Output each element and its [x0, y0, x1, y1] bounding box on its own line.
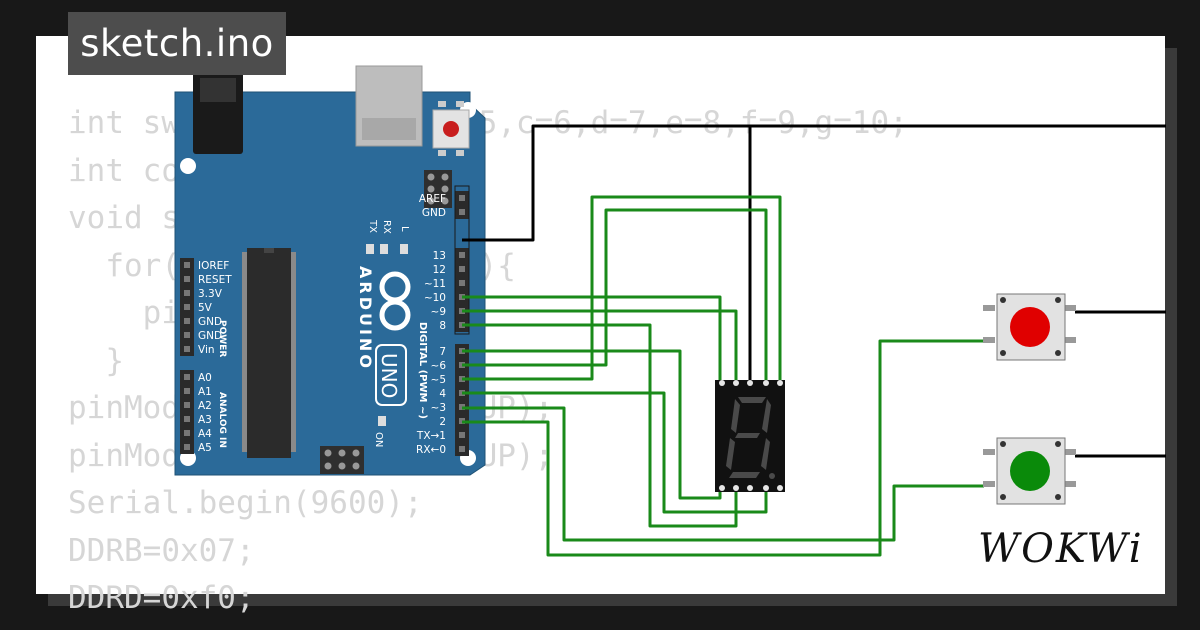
pin-label: 3.3V	[198, 288, 223, 300]
tx-label: TX	[367, 219, 378, 233]
pin-label: A2	[198, 400, 212, 412]
on-label: ON	[373, 432, 384, 447]
on-led	[378, 416, 386, 426]
rx-label: RX	[381, 220, 392, 234]
pin-label: 5V	[198, 302, 213, 314]
wire-pin3-to-green-button	[462, 406, 984, 542]
pin-label: AREF	[419, 193, 446, 205]
wires[interactable]	[462, 124, 1166, 557]
pin-label: GND	[198, 330, 222, 342]
pin-label: A4	[198, 428, 212, 440]
icsp-header	[424, 170, 452, 208]
wire-pin2-to-red-button	[462, 339, 984, 557]
pin-label: 4	[439, 388, 446, 400]
analog-pin-header[interactable]	[180, 370, 194, 454]
pin-label: A1	[198, 386, 212, 398]
icsp-header-bottom	[320, 446, 364, 474]
wire-pin6-to-display	[462, 208, 768, 383]
sketch-title: sketch.ino	[68, 12, 286, 75]
red-button-cap[interactable]	[1010, 307, 1050, 347]
pin-label: RX←0	[416, 444, 446, 456]
pin-label: ~5	[431, 374, 446, 386]
red-pushbutton[interactable]	[983, 293, 1076, 361]
pin-label: A5	[198, 442, 212, 454]
segments	[726, 397, 775, 479]
pin-label: 13	[433, 250, 446, 262]
pin-label: TX→1	[416, 430, 446, 442]
wire-pin5-to-display	[462, 195, 782, 383]
pin-label: A0	[198, 372, 212, 384]
atmega-chip	[242, 248, 296, 458]
pin-label: GND	[198, 316, 222, 328]
code-line: }	[68, 342, 124, 379]
l-label: L	[399, 226, 410, 232]
wire-pin10-to-display	[462, 295, 722, 383]
pin-label: ~6	[431, 360, 447, 372]
pin-label: ~3	[431, 402, 446, 414]
pin-label: ~9	[431, 306, 446, 318]
wire-pin8-to-display	[462, 323, 738, 528]
digital-header-label: DIGITAL (PWM ~)	[417, 322, 428, 419]
uno-model-text: UNO	[377, 353, 401, 398]
wire-pin9-to-display	[462, 309, 738, 383]
tx-led	[366, 244, 374, 254]
code-line: Serial.begin(9600);	[68, 485, 423, 521]
uno-badge	[375, 344, 407, 406]
pin-label: ~11	[424, 278, 446, 290]
wokwi-logo: WOKWi	[978, 526, 1144, 572]
pin-label: IOREF	[198, 260, 229, 272]
pin-label: GND	[422, 207, 446, 219]
arduino-uno-board[interactable]: TX RX L ON ARDUINO UNO DIGITAL (PWM ~) P…	[174, 65, 486, 476]
analog-header-label: ANALOG IN	[217, 392, 227, 448]
pin-label: 12	[433, 264, 446, 276]
power-pin-header[interactable]	[180, 258, 194, 356]
power-pin-labels: IOREF RESET 3.3V 5V GND GND Vin	[198, 260, 232, 356]
pin-label: 2	[439, 416, 446, 428]
mounting-hole	[180, 158, 196, 174]
reset-button[interactable]	[432, 101, 470, 156]
pin-label: A3	[198, 414, 212, 426]
wire-gnd-to-display	[462, 124, 1166, 242]
green-button-cap[interactable]	[1010, 451, 1050, 491]
seven-segment-display[interactable]	[715, 380, 785, 492]
pin-label: Vin	[198, 344, 215, 356]
code-line: DDRD=0xf0;	[68, 580, 255, 616]
code-line: DDRB=0x07;	[68, 532, 255, 569]
green-pushbutton[interactable]	[983, 437, 1076, 505]
l-led	[400, 244, 408, 254]
arduino-logo-icon	[379, 271, 411, 331]
digital-pin-labels: AREF GND 13 12 ~11 ~10 ~9 8 7 ~6 ~5 4 ~3 2TX→1RX←0	[416, 193, 446, 456]
arduino-brand-text: ARDUINO	[356, 266, 375, 371]
pin-label: ~10	[424, 292, 446, 304]
power-header-label: POWER	[217, 320, 227, 357]
wire-pin4-to-display	[462, 391, 768, 514]
pin-label: 7	[439, 346, 446, 358]
rx-led	[380, 244, 388, 254]
pin-label: RESET	[198, 274, 232, 286]
pin-label: 8	[439, 320, 446, 332]
